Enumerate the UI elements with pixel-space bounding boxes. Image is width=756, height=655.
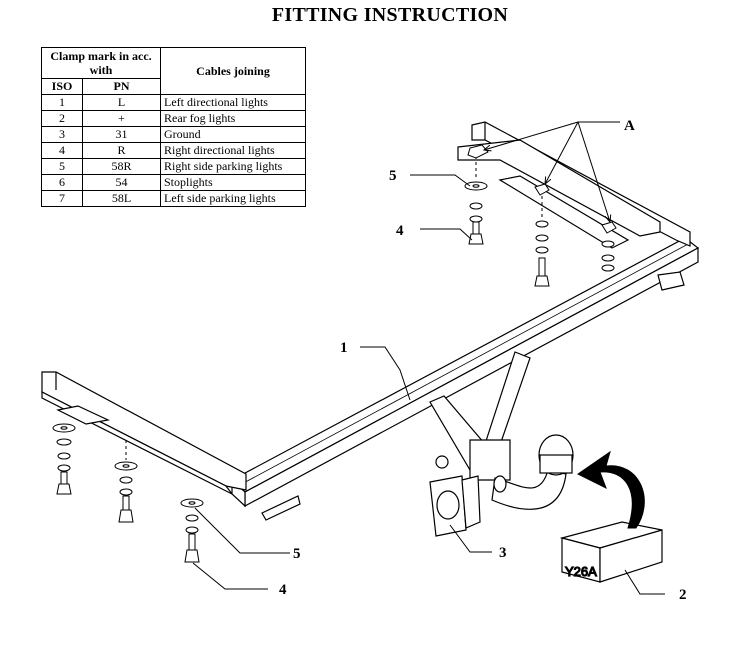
crossbar: [230, 237, 700, 521]
cable-cell: Rear fog lights: [160, 110, 306, 127]
right-side-bracket: [457, 121, 691, 249]
table-row: 6 54 Stoplights: [41, 174, 306, 191]
left-side-bracket: [41, 371, 247, 495]
wiring-table: Clamp mark in acc. with Cables joining I…: [41, 47, 306, 207]
iso-cell: 7: [41, 190, 83, 207]
cable-cell: Left side parking lights: [160, 190, 306, 207]
pn-cell: 58R: [82, 158, 161, 175]
callout-lines: [192, 121, 665, 595]
table-row: 5 58R Right side parking lights: [41, 158, 306, 175]
callout-2: 2: [679, 587, 687, 603]
electric-socket: [429, 455, 481, 537]
callout-1: 1: [340, 340, 348, 356]
box-label: Y26A: [565, 564, 597, 579]
bolt-stack-top-middle: [534, 183, 550, 287]
bolt-stack-left-3: [180, 498, 204, 563]
page-title: FITTING INSTRUCTION: [271, 4, 509, 26]
callout-4-top: 4: [396, 223, 404, 239]
pn-cell: 58L: [82, 190, 161, 207]
cable-cell: Right side parking lights: [160, 158, 306, 175]
bolt-stack-left-1: [52, 423, 76, 495]
table-row: 2 + Rear fog lights: [41, 110, 306, 127]
ball-box: Y26A: [559, 521, 663, 583]
curved-arrow-icon: [577, 450, 645, 529]
callout-a: A: [624, 118, 635, 134]
callout-3: 3: [499, 545, 507, 561]
bolt-stack-top-left: [464, 150, 488, 245]
tow-neck: [429, 351, 574, 510]
table-row: 4 R Right directional lights: [41, 142, 306, 159]
cable-cell: Right directional lights: [160, 142, 306, 159]
table-header-clamp: Clamp mark in acc. with: [41, 47, 161, 79]
callout-5-bottom: 5: [293, 546, 301, 562]
table-row: 7 58L Left side parking lights: [41, 190, 306, 207]
bolt-stack-left-2: [114, 440, 138, 523]
callout-5-top: 5: [389, 168, 397, 184]
callout-4-bottom: 4: [279, 582, 287, 598]
bolt-stack-top-right: [601, 221, 617, 272]
table-header-pn: PN: [82, 78, 161, 95]
